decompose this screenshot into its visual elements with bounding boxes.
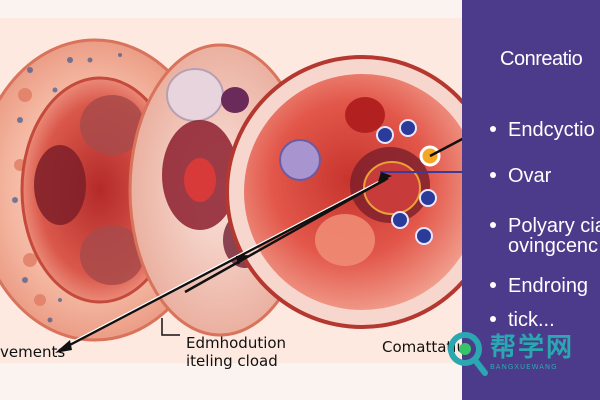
watermark-subtext: BANGXUEWANG <box>490 363 558 371</box>
arrow-heads <box>55 172 392 353</box>
panel-title: Conreatio <box>500 48 583 70</box>
legend-list: Endcyctio Ovar Polyary cia ovingcenc End… <box>490 118 600 332</box>
legend-panel: Conreatio Endcyctio Ovar Polyary cia ovi… <box>462 0 600 400</box>
label-center-bottom-1: Edmhodution <box>186 334 287 352</box>
legend-item: ovingcenc <box>508 235 599 257</box>
legend-item: Endcyctio <box>490 118 600 142</box>
label-center-bottom-2: iteling cload <box>186 352 278 370</box>
legend-item: Ovar <box>490 164 600 188</box>
bullet-icon <box>490 316 496 322</box>
legend-item: tick... <box>490 308 600 332</box>
legend-item: Polyary cia <box>490 214 600 238</box>
legend-item: Endroing <box>490 274 600 298</box>
bullet-icon <box>490 222 496 228</box>
bullet-icon <box>490 172 496 178</box>
label-right-bottom: Comattatiu <box>382 338 466 356</box>
search-icon <box>448 332 488 376</box>
bullet-icon <box>490 282 496 288</box>
bullet-icon <box>490 126 496 132</box>
watermark-text: 帮学网 <box>490 333 575 363</box>
pointer-arrows <box>59 134 469 352</box>
watermark-logo: 帮学网 BANGXUEWANG <box>445 325 600 400</box>
label-left-bottom: vements <box>0 343 66 361</box>
